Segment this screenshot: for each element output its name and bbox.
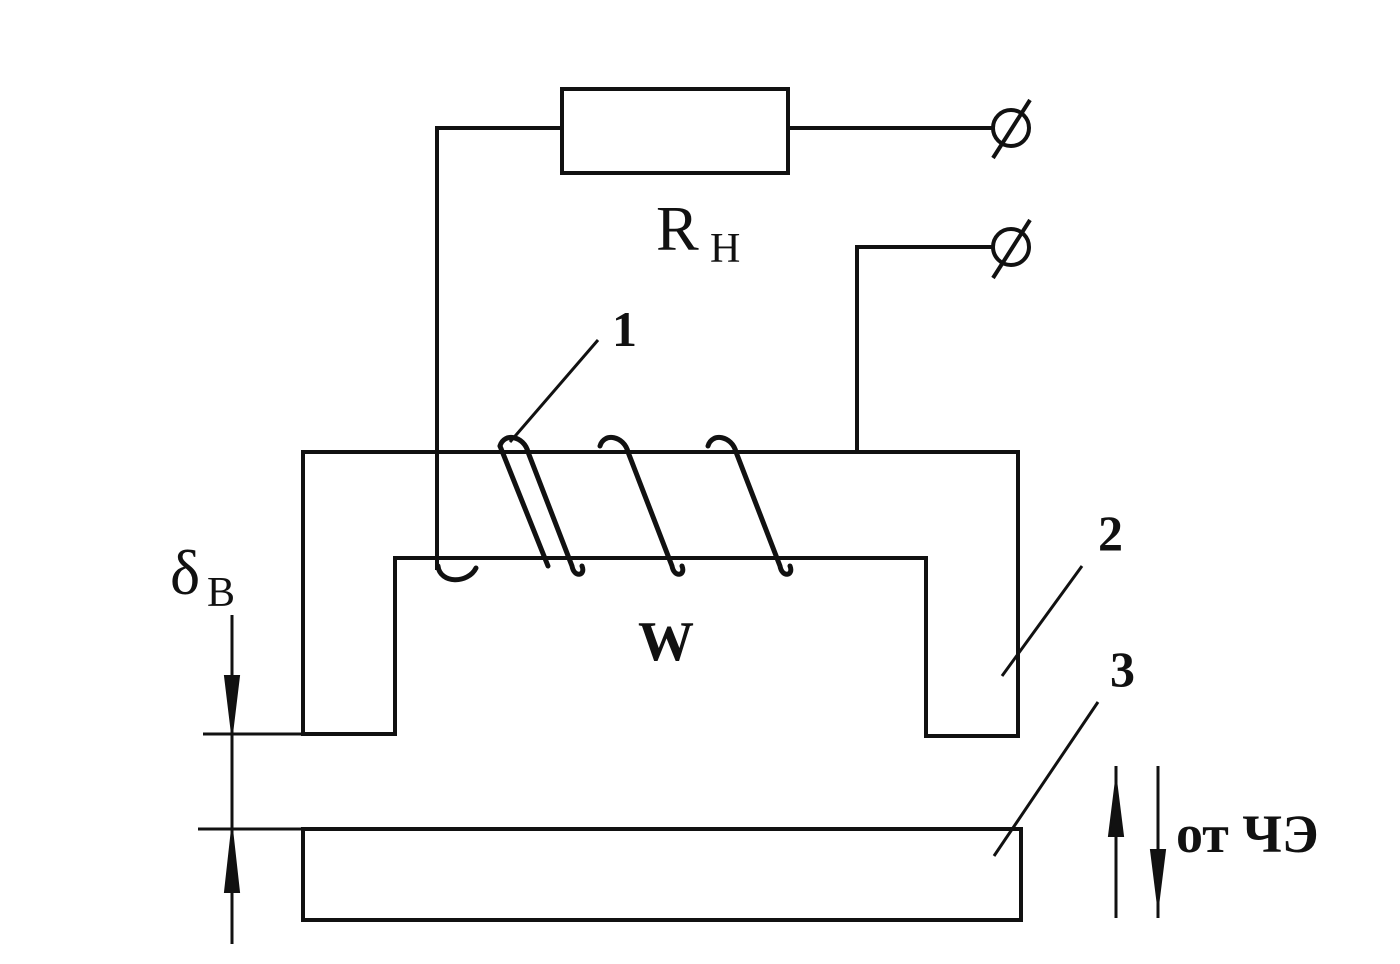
left-lead-wire xyxy=(435,126,564,570)
direction-arrow-down-icon xyxy=(1149,849,1167,907)
movable-armature xyxy=(301,827,1023,922)
air-gap-subscript: B xyxy=(207,570,235,616)
terminal-bottom-icon xyxy=(991,218,1032,280)
air-gap-label: δ xyxy=(170,537,200,608)
armature-callout-number: 3 xyxy=(1110,641,1135,697)
load-resistor-label: R xyxy=(656,193,699,264)
coil-callout-number: 1 xyxy=(612,301,637,357)
terminal-top-icon xyxy=(991,98,1032,160)
callout-leader-1 xyxy=(508,339,600,443)
u-shaped-core xyxy=(301,450,1020,738)
callout-leader-3 xyxy=(992,701,1100,857)
coil-winding xyxy=(435,435,794,583)
direction-arrows xyxy=(1107,766,1167,918)
gap-arrow-down-icon xyxy=(223,675,241,735)
load-resistor xyxy=(560,87,790,175)
load-resistor-subscript: H xyxy=(710,226,740,272)
gap-arrow-up-icon xyxy=(223,828,241,893)
callout-leader-2 xyxy=(1000,565,1084,677)
winding-label: W xyxy=(638,611,694,673)
direction-arrow-up-icon xyxy=(1107,779,1125,837)
gap-dimension xyxy=(223,615,241,944)
right-lead-wire xyxy=(855,245,994,454)
direction-label: от ЧЭ xyxy=(1176,804,1319,864)
core-callout-number: 2 xyxy=(1098,505,1123,561)
